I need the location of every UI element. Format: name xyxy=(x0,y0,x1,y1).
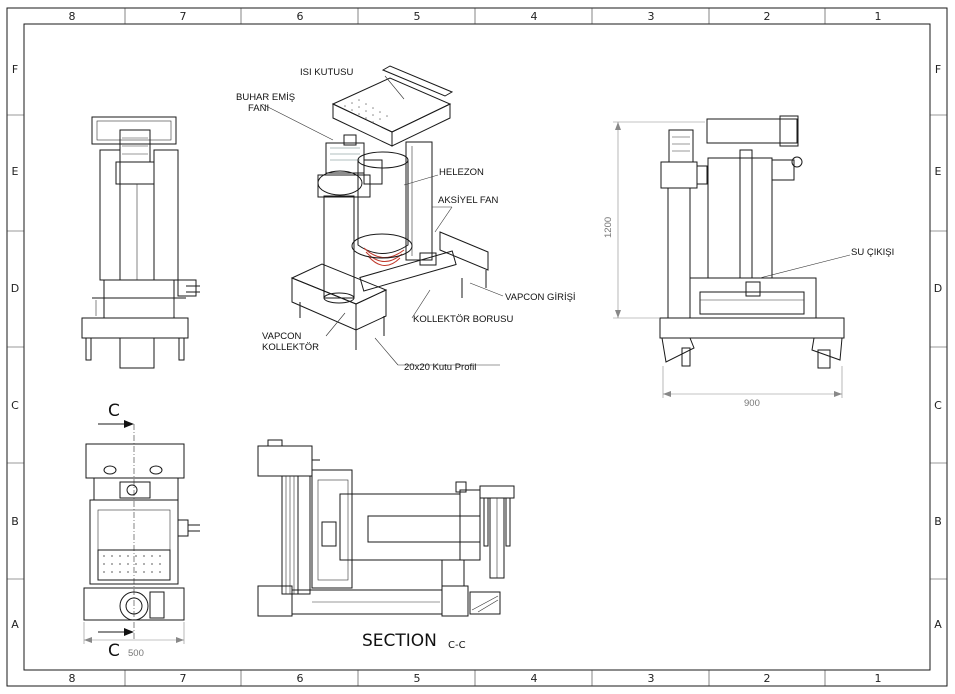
zone-right-c: C xyxy=(934,399,942,412)
callout-kollektor-borusu: KOLLEKTÖR BORUSU xyxy=(413,314,513,325)
section-subtitle: C-C xyxy=(448,640,466,651)
isometric-view: ISI KUTUSU BUHAR EMİŞ FANI HELEZON AKSİY… xyxy=(236,65,576,373)
zone-left-f: F xyxy=(12,63,18,76)
zone-top-1: 1 xyxy=(875,10,882,23)
drawing-frame: 8 7 6 5 4 3 2 1 8 7 6 5 4 3 2 1 F E D C … xyxy=(6,7,948,687)
zone-top-7: 7 xyxy=(180,10,187,23)
zone-bottom-2: 2 xyxy=(764,672,771,685)
callout-helezon: HELEZON xyxy=(439,167,484,178)
zone-top-2: 2 xyxy=(764,10,771,23)
zone-right-a: A xyxy=(934,618,942,631)
zone-bottom-7: 7 xyxy=(180,672,187,685)
zone-top-4: 4 xyxy=(531,10,538,23)
zone-right-b: B xyxy=(934,515,942,528)
width-dimension-top: 500 xyxy=(128,648,144,659)
zone-top-3: 3 xyxy=(648,10,655,23)
cut-label-bottom: C xyxy=(108,641,120,661)
zone-left-d: D xyxy=(11,282,19,295)
callout-kutu-profil: 20x20 Kutu Profil xyxy=(404,362,476,373)
zone-bottom-8: 8 xyxy=(69,672,76,685)
cut-label-top: C xyxy=(108,401,120,421)
callout-su-cikisi: SU ÇIKIŞI xyxy=(851,247,894,258)
callout-isi-kutusu: ISI KUTUSU xyxy=(300,67,353,78)
top-view: C C 500 xyxy=(83,401,200,661)
callout-buhar-emis-line1: BUHAR EMİŞ xyxy=(236,92,295,103)
zone-right-f: F xyxy=(935,63,941,76)
callout-vapcon-kollektor-line1: VAPCON xyxy=(262,331,302,342)
width-dimension-side: 900 xyxy=(744,398,760,409)
zone-left-c: C xyxy=(11,399,19,412)
zone-bottom-5: 5 xyxy=(414,672,421,685)
zone-bottom-3: 3 xyxy=(648,672,655,685)
zone-left-b: B xyxy=(11,515,19,528)
callout-aksiyel-fan: AKSİYEL FAN xyxy=(438,195,499,206)
side-view: SU ÇIKIŞI 1200 900 xyxy=(603,115,894,409)
section-title: SECTION xyxy=(362,631,437,651)
zone-bottom-6: 6 xyxy=(297,672,304,685)
zone-right-d: D xyxy=(934,282,942,295)
height-dimension: 1200 xyxy=(603,217,614,238)
zone-left-e: E xyxy=(12,165,19,178)
zone-bottom-4: 4 xyxy=(531,672,538,685)
section-view: SECTION C-C xyxy=(257,439,515,651)
callout-vapcon-kollektor-line2: KOLLEKTÖR xyxy=(262,342,319,353)
zone-left-a: A xyxy=(11,618,19,631)
callout-vapcon-girisi: VAPCON GİRİŞİ xyxy=(505,292,576,303)
zone-right-e: E xyxy=(935,165,942,178)
front-view xyxy=(81,116,200,369)
zone-top-5: 5 xyxy=(414,10,421,23)
callout-buhar-emis-line2: FANI xyxy=(248,103,269,114)
zone-top-8: 8 xyxy=(69,10,76,23)
zone-bottom-1: 1 xyxy=(875,672,882,685)
zone-top-6: 6 xyxy=(297,10,304,23)
